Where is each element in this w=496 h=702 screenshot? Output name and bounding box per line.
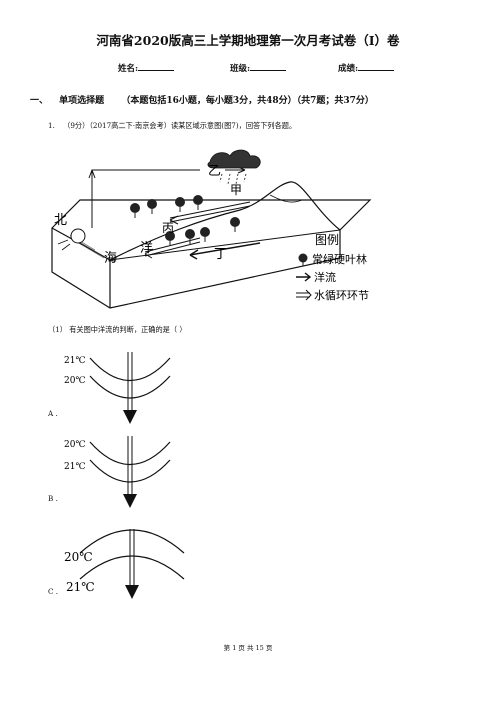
option-b-bottom-temp: 21℃ xyxy=(64,462,86,472)
section-note: （本题包括16小题，每小题3分，共48分）（共7题；共37分） xyxy=(121,96,374,106)
option-a-top-temp: 21℃ xyxy=(64,356,86,366)
section-name: 单项选择题 xyxy=(59,96,105,106)
question-1: 1. （9分）（2017高二下·南京会考）读某区域示意图(图7)，回答下列各题。 xyxy=(48,121,296,131)
score-field: 成绩: xyxy=(338,62,395,74)
label-north: 北 xyxy=(54,213,67,228)
legend-tree-icon xyxy=(298,253,308,263)
option-a-bottom-temp: 20℃ xyxy=(64,376,86,386)
section-number: 一、 xyxy=(30,96,49,106)
legend-current-arrow-icon xyxy=(296,272,312,282)
subquestion-1: （1） 有关图中洋流的判断，正确的是（ ） xyxy=(48,325,187,334)
region-diagram: 北 乙 甲 丙 海 洋 丁 图例 常绿硬叶林 洋流 水循环环节 xyxy=(51,149,372,309)
section-heading: 一、 单项选择题 （本题包括16小题，每小题3分，共48分）（共7题；共37分） xyxy=(30,93,374,106)
label-hai: 海 xyxy=(104,251,117,266)
label-jia: 甲 xyxy=(230,183,242,197)
name-label: 姓名: xyxy=(118,64,139,74)
legend-title: 图例 xyxy=(315,233,339,247)
score-label: 成绩: xyxy=(338,64,359,74)
name-blank[interactable] xyxy=(138,62,175,71)
option-b-label[interactable]: B . xyxy=(48,494,58,503)
class-field: 班级: xyxy=(230,62,287,74)
option-b-diagram: 20℃ 21℃ xyxy=(64,436,171,508)
class-blank[interactable] xyxy=(250,62,287,71)
class-label: 班级: xyxy=(230,64,251,74)
option-a-diagram: 21℃ 20℃ xyxy=(64,352,171,424)
page-title: 河南省2020版高三上学期地理第一次月考试卷（I）卷 xyxy=(96,33,400,48)
option-a-label[interactable]: A . xyxy=(48,409,58,418)
option-c-bottom-temp: 21℃ xyxy=(66,580,95,594)
name-field: 姓名: xyxy=(118,62,175,74)
label-bing: 丙 xyxy=(162,221,174,235)
legend-water-cycle-arrow-icon xyxy=(296,289,312,301)
legend-item-water-cycle: 水循环环节 xyxy=(314,289,369,302)
question-number: 1. xyxy=(48,121,55,130)
label-ding: 丁 xyxy=(214,247,227,262)
label-yi: 乙 xyxy=(208,164,221,179)
legend-item-forest: 常绿硬叶林 xyxy=(312,252,367,266)
option-c-top-temp: 20℃ xyxy=(64,550,93,564)
legend: 图例 常绿硬叶林 洋流 水循环环节 xyxy=(296,233,369,302)
label-yang: 洋 xyxy=(140,241,153,256)
option-c-diagram: 20℃ 21℃ xyxy=(64,529,185,599)
legend-item-current: 洋流 xyxy=(314,270,336,284)
option-c-label[interactable]: C . xyxy=(48,587,59,596)
page-footer: 第 1 页 共 15 页 xyxy=(223,644,273,652)
question-text: （9分）（2017高二下·南京会考）读某区域示意图(图7)，回答下列各题。 xyxy=(63,121,297,130)
option-b-top-temp: 20℃ xyxy=(64,440,86,450)
score-blank[interactable] xyxy=(358,62,395,71)
